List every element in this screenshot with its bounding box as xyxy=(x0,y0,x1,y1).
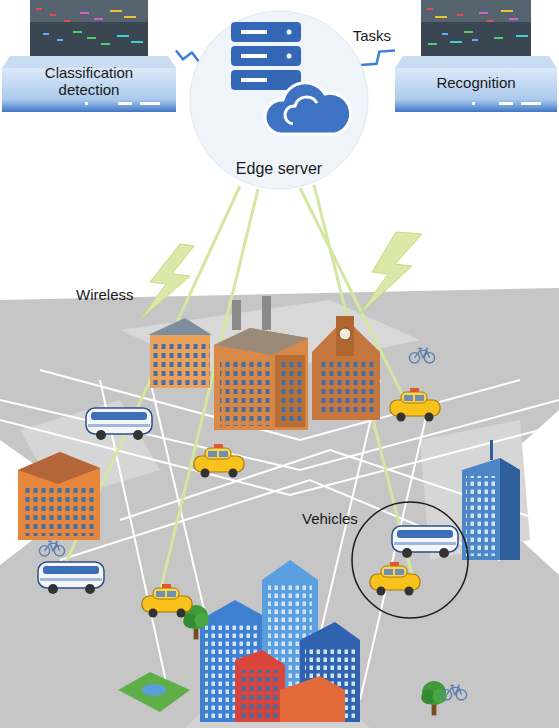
task-label: Recognition xyxy=(403,74,549,91)
area-label: Wireless xyxy=(76,286,134,303)
server-box: Recognition xyxy=(395,0,557,112)
wireless-link xyxy=(361,50,395,65)
edge-server-circle: Edge server xyxy=(189,10,369,190)
edge-label: Tasks xyxy=(351,27,393,44)
server-label: Edge server xyxy=(189,160,369,178)
wireless-link xyxy=(176,50,199,61)
area-label: Vehicles xyxy=(302,510,358,527)
server-box: Classification detection xyxy=(2,0,176,112)
server-device xyxy=(395,0,557,112)
task-label: Classification detection xyxy=(29,64,149,98)
